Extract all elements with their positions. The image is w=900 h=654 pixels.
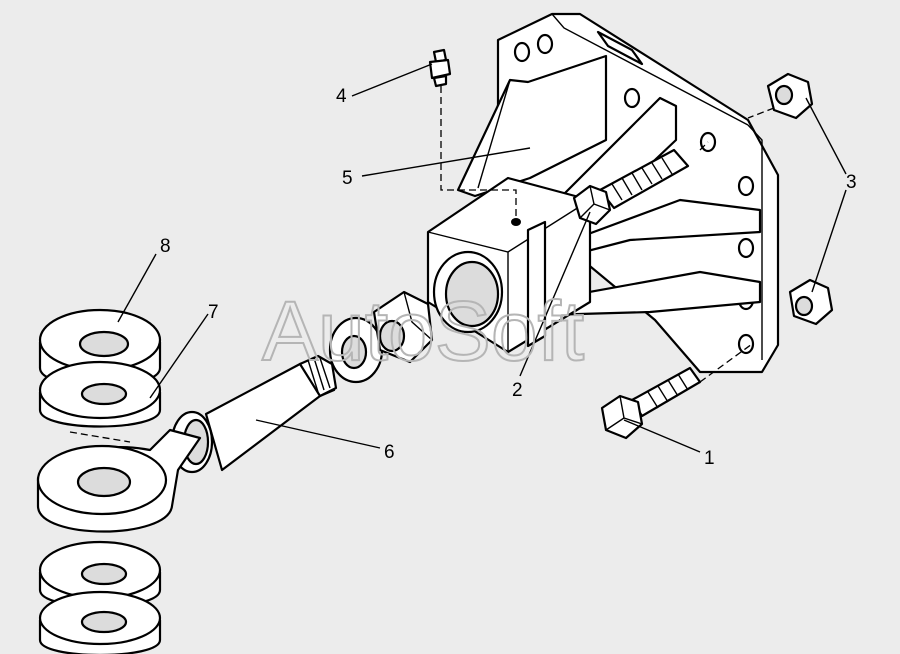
callout-labels: 1 2 3 4 5 6 7 8: [160, 86, 857, 469]
leader-lines: [117, 63, 847, 453]
bushing-lower-2: [38, 590, 162, 654]
nut-upper-part-3: [766, 72, 814, 120]
callout-5: 5: [342, 168, 353, 189]
nut-lower-part-3: [788, 278, 834, 326]
bushing-part-7: [38, 360, 162, 428]
callout-7: 7: [208, 302, 219, 323]
callout-2: 2: [512, 380, 523, 401]
callout-3: 3: [846, 172, 857, 193]
callout-1: 1: [704, 448, 715, 469]
bolt-part-1: [600, 366, 702, 440]
grease-fitting-part-4: [428, 48, 452, 88]
watermark-text: AutoSoft: [262, 284, 584, 378]
callout-4: 4: [336, 86, 347, 107]
callout-8: 8: [160, 236, 171, 257]
bolt-part-2: [572, 148, 690, 226]
assembly-lines: [69, 86, 775, 443]
washer: [328, 316, 384, 384]
eye-housing: [36, 428, 202, 533]
callout-6: 6: [384, 442, 395, 463]
hex-nut: [372, 290, 434, 364]
